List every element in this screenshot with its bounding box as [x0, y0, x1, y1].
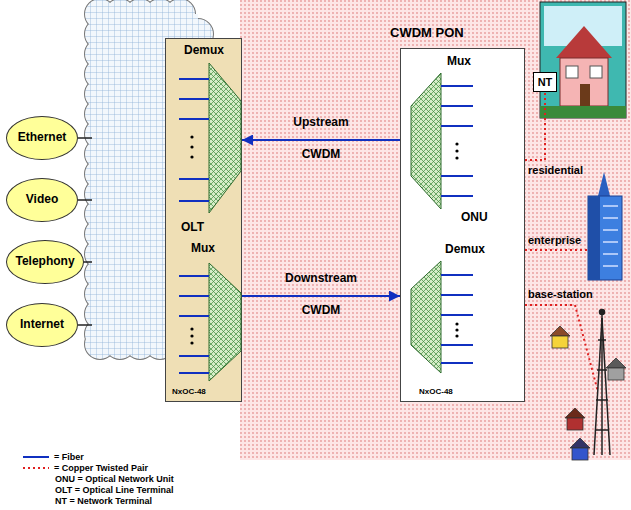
house-picture — [540, 2, 626, 118]
wavelength-label: CWDM — [302, 304, 341, 318]
wavelength-label: CWDM — [302, 148, 341, 162]
box-label: OLT — [181, 221, 204, 235]
ellipsis-dot — [190, 341, 193, 344]
link-label: enterprise — [528, 234, 581, 247]
service-links — [78, 138, 92, 325]
region-title: CWDM PON — [390, 26, 464, 41]
service-ellipse: Ethernet — [6, 116, 78, 160]
abbreviation-note: ONU = Optical Network Unit — [55, 474, 174, 484]
legend-line-sample — [22, 453, 50, 461]
ellipsis-dot — [190, 145, 193, 148]
fiber-port — [179, 275, 209, 277]
pon-region: CWDM PON MuxONU DemuxNxOC-48 NT — [240, 0, 631, 460]
abbreviation-note: NT = Network Terminal — [55, 496, 152, 506]
fiber-port — [441, 195, 473, 197]
box-label: NxOC-48 — [419, 387, 453, 396]
copper-wires — [525, 250, 598, 392]
fiber-port — [179, 78, 209, 80]
fiber-port — [441, 274, 473, 276]
fiber-port — [441, 294, 473, 296]
legend-text: = Fiber — [54, 452, 84, 462]
fiber-port — [441, 125, 473, 127]
fiber-port — [441, 362, 473, 364]
link-label: Upstream — [293, 116, 348, 130]
fiber-link — [242, 295, 400, 297]
box-label: ONU — [461, 211, 488, 225]
ellipsis-dot — [190, 155, 193, 158]
mux-symbol — [209, 63, 241, 213]
legend-item: = Fiber — [22, 452, 84, 462]
mux-symbol — [209, 263, 241, 381]
box-label: NT — [538, 76, 553, 89]
service-ellipse: Telephony — [6, 240, 84, 284]
mux-symbol — [411, 261, 441, 373]
legend-line-sample — [22, 464, 50, 472]
ellipsis-dot — [455, 156, 458, 159]
service-name: Internet — [20, 318, 64, 332]
small-houses — [550, 326, 626, 460]
fiber-port — [441, 344, 473, 346]
legend-text: = Copper Twisted Pair — [54, 463, 148, 473]
mux-symbol — [411, 73, 441, 209]
service-ellipse: Internet — [6, 303, 78, 347]
ellipsis-dot — [455, 328, 458, 331]
legend-item: = Copper Twisted Pair — [22, 463, 148, 473]
ellipsis-dot — [455, 142, 458, 145]
service-name: Video — [26, 193, 58, 207]
abbreviation-note: OLT = Optical Line Terminal — [55, 485, 173, 495]
antenna-tower — [594, 310, 610, 456]
fiber-port — [441, 85, 473, 87]
nt-box: NT — [533, 72, 557, 92]
fiber-port — [441, 105, 473, 107]
box-label: Mux — [191, 242, 215, 256]
fiber-link — [242, 139, 400, 141]
onu-box: MuxONU DemuxNxOC-48 — [400, 48, 525, 402]
service-name: Ethernet — [18, 131, 67, 145]
pon-region-ground — [240, 0, 631, 460]
ellipsis-dot — [190, 327, 193, 330]
fiber-port — [179, 118, 209, 120]
ellipsis-dot — [190, 135, 193, 138]
mux-demux-symbols — [166, 39, 243, 403]
office-building — [588, 172, 622, 280]
box-label: Demux — [445, 243, 485, 257]
box-label: Mux — [447, 55, 471, 69]
service-ellipse: Video — [6, 178, 78, 222]
fiber-port — [179, 315, 209, 317]
ellipsis-dot — [190, 334, 193, 337]
service-name: Telephony — [15, 255, 74, 269]
link-label: Downstream — [285, 272, 357, 286]
fiber-port — [179, 200, 209, 202]
fiber-port — [179, 178, 209, 180]
ellipsis-dot — [455, 149, 458, 152]
link-label: residential — [528, 164, 583, 177]
fiber-port — [179, 295, 209, 297]
copper-link — [525, 92, 545, 160]
ellipsis-dot — [455, 322, 458, 325]
mux-demux-symbols — [401, 49, 526, 403]
fiber-port — [441, 314, 473, 316]
fiber-port — [179, 355, 209, 357]
fiber-port — [179, 372, 209, 374]
box-label: Demux — [184, 44, 224, 58]
fiber-port — [179, 98, 209, 100]
ellipsis-dot — [455, 334, 458, 337]
fiber-port — [441, 175, 473, 177]
olt-box: DemuxOLT MuxNxOC-48 — [165, 38, 242, 402]
link-label: base-station — [528, 288, 593, 301]
box-label: NxOC-48 — [172, 387, 206, 396]
